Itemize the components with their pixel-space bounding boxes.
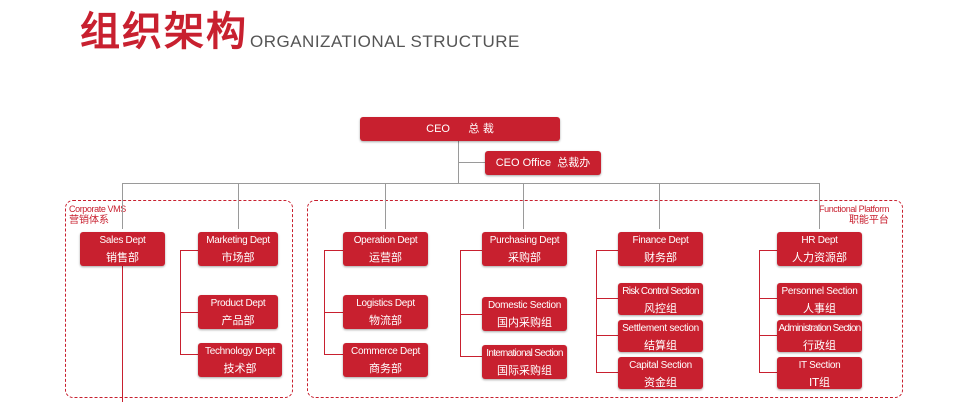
finance-drop-line xyxy=(659,183,660,229)
dept-label-en: Domestic Section xyxy=(487,300,561,311)
bracket-tick xyxy=(596,250,618,251)
marketing-drop-line xyxy=(238,183,239,229)
page-title-english: ORGANIZATIONAL STRUCTURE xyxy=(250,32,520,51)
dept-label-en: Administration Section xyxy=(778,323,862,334)
operation-bracket-line xyxy=(324,250,325,354)
personnel-section-box: Personnel Section 人事组 xyxy=(777,283,862,315)
commerce-dept-box: Commerce Dept 商务部 xyxy=(343,343,428,377)
department-bus-line xyxy=(122,183,820,184)
dept-label-en: HR Dept xyxy=(801,235,838,246)
bracket-tick xyxy=(759,335,777,336)
logistics-dept-box: Logistics Dept 物流部 xyxy=(343,295,428,329)
bracket-tick xyxy=(460,356,482,357)
dept-label-en: Risk Control Section xyxy=(622,286,699,297)
finance-bracket-line xyxy=(596,250,597,372)
ceo-label-en: CEO xyxy=(426,123,450,135)
ceo-office-box: CEO Office 总裁办 xyxy=(485,151,601,175)
bracket-tick xyxy=(759,372,777,373)
functional-platform-label: Functional Platform 职能平台 xyxy=(819,204,889,226)
purchasing-drop-line xyxy=(523,183,524,229)
dept-label-cn: 人力资源部 xyxy=(792,251,847,264)
operation-drop-line xyxy=(385,183,386,229)
functional-platform-group xyxy=(307,200,903,398)
dept-label-en: Personnel Section xyxy=(781,286,858,297)
dept-label-cn: 销售部 xyxy=(106,251,139,264)
bracket-tick xyxy=(180,312,198,313)
finance-dept-box: Finance Dept 财务部 xyxy=(618,232,703,266)
corporate-vms-group xyxy=(65,200,293,398)
dept-label-cn: 商务部 xyxy=(369,362,402,375)
dept-label-en: Sales Dept xyxy=(99,235,146,246)
dept-label-cn: 产品部 xyxy=(221,314,255,327)
dept-label-cn: 运营部 xyxy=(369,251,402,264)
ceo-office-label-cn: 总裁办 xyxy=(557,156,591,169)
dept-label-cn: 国内采购组 xyxy=(497,316,552,329)
bracket-tick xyxy=(324,354,343,355)
product-dept-box: Product Dept 产品部 xyxy=(198,295,278,329)
international-section-box: International Section 国际采购组 xyxy=(482,345,567,379)
ceo-label-cn: 总 裁 xyxy=(468,122,494,135)
settlement-section-box: Settlement section 结算组 xyxy=(618,320,703,352)
bracket-tick xyxy=(324,250,343,251)
dept-label-en: Technology Dept xyxy=(205,346,275,357)
dept-label-cn: IT组 xyxy=(809,376,830,389)
domestic-section-box: Domestic Section 国内采购组 xyxy=(482,297,567,331)
dept-label-cn: 采购部 xyxy=(508,251,541,264)
ceo-office-label-en: CEO Office xyxy=(495,157,552,169)
sales-dept-box: Sales Dept 销售部 xyxy=(80,232,165,266)
dept-label-cn: 结算组 xyxy=(644,339,677,352)
bracket-tick xyxy=(759,250,777,251)
dept-label-en: Operation Dept xyxy=(353,235,418,246)
marketing-bracket-line xyxy=(180,250,181,354)
dept-label-en: Finance Dept xyxy=(632,235,689,246)
dept-label-en: Logistics Dept xyxy=(356,298,415,309)
sales-drop-line xyxy=(122,183,123,229)
dept-label-cn: 国际采购组 xyxy=(497,364,552,377)
dept-label-cn: 技术部 xyxy=(223,362,257,375)
ceo-box: CEO 总 裁 xyxy=(360,117,560,141)
operation-dept-box: Operation Dept 运营部 xyxy=(343,232,428,266)
bracket-tick xyxy=(180,250,198,251)
hr-bracket-line xyxy=(759,250,760,372)
administration-section-box: Administration Section 行政组 xyxy=(777,320,862,352)
dept-label-cn: 人事组 xyxy=(803,302,836,315)
hr-dept-box: HR Dept 人力资源部 xyxy=(777,232,862,266)
bracket-tick xyxy=(596,335,618,336)
bracket-tick xyxy=(460,314,482,315)
technology-dept-box: Technology Dept 技术部 xyxy=(198,343,282,377)
dept-label-cn: 市场部 xyxy=(221,251,255,264)
capital-section-box: Capital Section 资金组 xyxy=(618,357,703,389)
dept-label-en: Marketing Dept xyxy=(206,235,270,246)
bracket-tick xyxy=(596,372,618,373)
dept-label-en: Settlement section xyxy=(622,323,699,334)
bracket-tick xyxy=(460,250,482,251)
marketing-dept-box: Marketing Dept 市场部 xyxy=(198,232,278,266)
dept-label-en: International Section xyxy=(486,348,563,359)
dept-label-en: IT Section xyxy=(798,360,841,371)
dept-label-en: Capital Section xyxy=(629,360,692,371)
dept-label-cn: 行政组 xyxy=(803,339,836,352)
bracket-tick xyxy=(324,312,343,313)
dept-label-en: Purchasing Dept xyxy=(489,235,560,246)
dept-label-cn: 财务部 xyxy=(644,251,677,264)
dept-label-cn: 物流部 xyxy=(369,314,402,327)
dept-label-cn: 风控组 xyxy=(644,302,677,315)
sales-down-line xyxy=(122,266,123,402)
dept-label-cn: 资金组 xyxy=(644,376,677,389)
page-title-chinese: 组织架构 xyxy=(80,9,248,55)
hr-drop-line xyxy=(819,183,820,229)
it-section-box: IT Section IT组 xyxy=(777,357,862,389)
dept-label-en: Commerce Dept xyxy=(351,346,420,357)
ceo-office-branch-line xyxy=(458,162,485,163)
purchasing-dept-box: Purchasing Dept 采购部 xyxy=(482,232,567,266)
bracket-tick xyxy=(759,298,777,299)
risk-control-section-box: Risk Control Section 风控组 xyxy=(618,283,703,315)
corporate-vms-label: Corporate VMS 营销体系 xyxy=(69,204,126,226)
bracket-tick xyxy=(596,298,618,299)
dept-label-en: Product Dept xyxy=(210,298,266,309)
purchasing-bracket-line xyxy=(460,250,461,356)
bracket-tick xyxy=(180,354,198,355)
